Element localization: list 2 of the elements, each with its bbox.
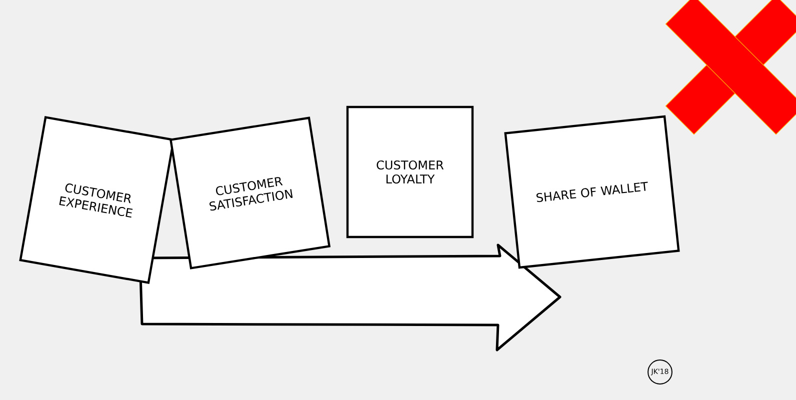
note-card: SHARE OF WALLET — [504, 115, 680, 269]
note-card: CUSTOMER LOYALTY — [346, 106, 474, 238]
